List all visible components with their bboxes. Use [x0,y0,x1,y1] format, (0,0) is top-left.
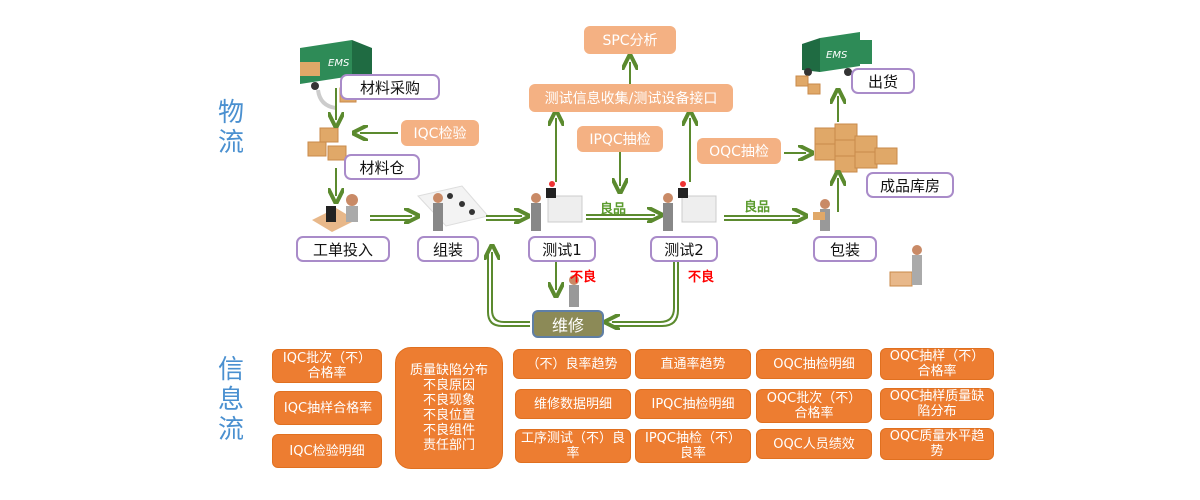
info-ipqc-sampling-detail: IPQC抽检明细 [635,389,751,419]
spc-analysis-label: SPC分析 [602,33,658,49]
info-iqc-batch-pass-rate: IQC批次（不）合格率 [272,349,382,383]
node-material-purchase: 材料采购 [340,74,440,100]
logistics-section-label: 物流 [216,98,246,158]
info-repair-data-detail-text: 维修数据明细 [533,396,612,412]
node-material-warehouse: 材料仓 [344,154,420,180]
node-assembly-label: 组装 [432,240,463,259]
info-first-pass-yield-trend-text: 直通率趋势 [660,356,726,372]
warehouse-boxes-icon [307,127,347,161]
info-oqc-sampling-pass-rate-text: OQC抽样（不）合格率 [889,349,985,379]
test-station-2-icon [663,181,717,231]
info-oqc-sampling-defect-distribution-text: OQC抽样质量缺陷分布 [889,389,985,419]
defect-phenomenon: 不良现象 [422,393,475,408]
node-test2: 测试2 [650,236,718,262]
info-iqc-batch-pass-rate-text: IQC批次（不）合格率 [282,351,372,381]
node-work-order-label: 工单投入 [312,240,373,259]
info-oqc-staff-performance-text: OQC人员绩效 [773,436,855,452]
info-yield-trend-text: （不）良率趋势 [526,356,618,372]
node-assembly: 组装 [417,236,479,262]
defect-component: 不良组件 [422,423,475,438]
packaging-worker-icon [813,199,830,231]
info-repair-data-detail: 维修数据明细 [515,389,631,419]
info-ipqc-sampling-yield: IPQC抽检（不）良率 [635,429,751,463]
repair-technician-icon [569,275,579,307]
info-iqc-sampling-pass-rate-text: IQC抽样合格率 [283,400,373,416]
node-shipping: 出货 [851,68,915,94]
node-packaging: 包装 [813,236,877,262]
finished-goods-boxes-icon [814,123,898,173]
box-packer-icon [889,245,922,287]
arrow-test2-to-repair [612,262,675,322]
info-oqc-sampling-pass-rate: OQC抽样（不）合格率 [880,348,994,380]
arrow-repair-to-assembly [492,252,530,323]
info-process-test-yield: 工序测试（不）良率 [515,429,631,463]
defect-cause: 不良原因 [422,378,475,393]
ipqc-sampling-box: IPQC抽检 [577,126,663,152]
info-first-pass-yield-trend: 直通率趋势 [635,349,751,379]
node-test1-label: 测试1 [542,240,582,259]
node-test1: 测试1 [528,236,596,262]
node-material-purchase-label: 材料采购 [359,78,420,97]
test-interface-box: 测试信息收集/测试设备接口 [529,84,733,112]
ipqc-sampling-label: IPQC抽检 [589,132,651,148]
test-interface-label: 测试信息收集/测试设备接口 [544,91,718,107]
info-oqc-sampling-detail-text: OQC抽检明细 [773,356,855,372]
information-label-text: 信息流 [217,355,244,445]
good-label-1: 良品 [600,202,627,217]
node-shipping-label: 出货 [867,72,898,91]
node-packaging-label: 包装 [829,240,860,259]
iqc-inspection-box: IQC检验 [401,120,479,146]
info-defect-distribution: 质量缺陷分布 不良原因 不良现象 不良位置 不良组件 责任部门 [395,347,503,469]
info-oqc-quality-level-trend: OQC质量水平趋势 [880,428,994,460]
outbound-truck-icon: EMS [795,32,872,95]
node-material-warehouse-label: 材料仓 [359,158,405,177]
node-repair: 维修 [532,310,604,338]
inbound-truck-label: EMS [328,58,350,69]
iqc-inspection-label: IQC检验 [413,126,467,142]
info-oqc-staff-performance: OQC人员绩效 [756,429,872,459]
info-iqc-sampling-pass-rate: IQC抽样合格率 [274,391,382,425]
node-test2-label: 测试2 [664,240,704,259]
work-order-operator-icon [312,194,358,232]
info-process-test-yield-text: 工序测试（不）良率 [520,431,625,461]
node-finished-warehouse-label: 成品库房 [879,176,940,195]
node-work-order: 工单投入 [296,236,390,262]
info-oqc-batch-pass-rate-text: OQC批次（不）合格率 [766,391,862,421]
assembly-line-icon [417,185,489,231]
responsible-department: 责任部门 [422,438,475,453]
good-label-2: 良品 [744,200,771,215]
outbound-truck-label: EMS [826,50,848,61]
node-finished-warehouse: 成品库房 [866,172,954,198]
defect-location: 不良位置 [422,408,475,423]
info-iqc-inspection-detail-text: IQC检验明细 [289,443,365,459]
info-yield-trend: （不）良率趋势 [513,349,631,379]
defective-label-1: 不良 [570,270,597,285]
info-iqc-inspection-detail: IQC检验明细 [272,434,382,468]
test-station-1-icon [531,181,583,231]
info-ipqc-sampling-yield-text: IPQC抽检（不）良率 [645,431,741,461]
spc-analysis-box: SPC分析 [584,26,676,54]
oqc-sampling-label: OQC抽检 [709,144,769,160]
information-section-label: 信息流 [216,355,246,445]
flow-arrows [336,62,838,326]
info-oqc-quality-level-trend-text: OQC质量水平趋势 [889,429,985,459]
info-oqc-sampling-detail: OQC抽检明细 [756,349,872,379]
defect-distribution-title: 质量缺陷分布 [409,363,488,378]
oqc-sampling-box: OQC抽检 [697,138,781,164]
info-ipqc-sampling-detail-text: IPQC抽检明细 [651,396,735,412]
info-oqc-batch-pass-rate: OQC批次（不）合格率 [756,389,872,423]
defective-label-2: 不良 [688,270,715,285]
info-oqc-sampling-defect-distribution: OQC抽样质量缺陷分布 [880,388,994,420]
logistics-label-text: 物流 [217,98,244,158]
node-repair-label: 维修 [551,316,584,335]
